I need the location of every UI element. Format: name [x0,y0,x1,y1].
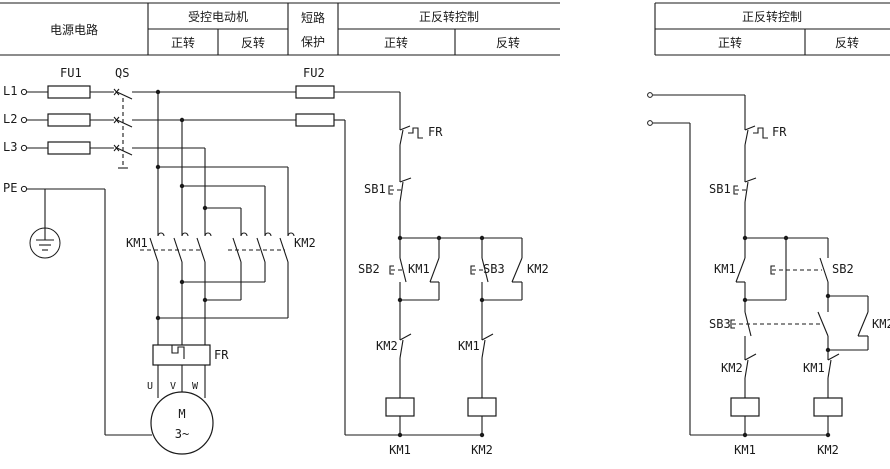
switch-label-QS: QS [115,66,129,80]
header-control-right-forward: 正转 [718,35,742,50]
coil-KM2-left [467,397,497,417]
coil-KM2-right [813,397,843,417]
header-control-forward: 正转 [384,35,408,50]
motor-label-3: 3~ [175,427,189,441]
header-control: 正反转控制 [419,9,479,24]
sb3-button-right [730,311,822,337]
phase-label-U: U [147,381,153,392]
header-motor-reverse: 反转 [241,35,265,50]
terminal-L2 [20,116,28,124]
km2-hold-contact-left [511,257,523,283]
fr-label-left: FR [428,125,443,139]
km1-hold-contact-left [429,257,440,283]
km2-interlock-right [744,353,757,361]
km1-interlock-label-left: KM1 [458,339,480,353]
phase-label-W: W [192,381,199,392]
fr-nc-contact-left [399,125,423,182]
km1-hold-label-left: KM1 [408,262,430,276]
sb2-label-left: SB2 [358,262,380,276]
sb2-button-left [389,257,407,283]
km1-hold-label-right: KM1 [714,262,736,276]
contactor-KM2-main [228,232,295,263]
km2-hold-contact-right [857,311,869,337]
sb2-button-right [770,238,829,283]
km1-interlock-left [481,333,494,341]
terminal-label-L2: L2 [3,112,17,126]
sb3-label-left: SB3 [483,262,505,276]
header-power-circuit: 电源电路 [50,22,98,37]
fuse-label-FU2: FU2 [303,66,325,80]
header-control-reverse: 反转 [496,35,520,50]
terminal-label-L3: L3 [3,140,17,154]
sb1-button-right [733,177,757,238]
km2-hold-label-left: KM2 [527,262,549,276]
header-short-circuit-2: 保护 [301,35,325,49]
header-table: 电源电路 受控电动机 正转 反转 短路 保护 正反转控制 正转 反转 正反转控制… [0,2,890,56]
phase-label-V: V [170,381,176,392]
control-circuit-right: FR SB1 KM1 SB2 [647,92,890,457]
terminal-right-1 [647,92,653,98]
km1-interlock-label-right: KM1 [803,361,825,375]
terminal-PE [20,185,28,193]
switch-QS [113,88,133,169]
km2-interlock-label-right: KM2 [721,361,743,375]
terminal-label-L1: L1 [3,84,17,98]
coil-KM1-right [730,397,760,417]
sb2-label-right: SB2 [832,262,854,276]
terminal-right-2 [647,120,653,126]
thermal-label-FR: FR [214,348,229,362]
coil-label-KM1-left: KM1 [389,443,411,457]
km1-interlock-right [827,353,840,361]
contactor-label-KM1: KM1 [126,236,148,250]
thermal-relay-FR [152,344,211,366]
fr-nc-contact-right [744,125,768,182]
contactor-label-KM2: KM2 [294,236,316,250]
sb1-label-right: SB1 [709,182,731,196]
header-control-right: 正反转控制 [742,9,802,24]
power-circuit: L1 L2 L3 PE FU1 QS FU2 [3,66,401,455]
terminal-L1 [20,88,28,96]
km1-hold-contact-right [735,257,746,283]
fuse-FU1-L1 [47,85,91,99]
terminal-label-PE: PE [3,181,17,195]
fr-label-right: FR [772,125,787,139]
fuse-label-FU1: FU1 [60,66,82,80]
coil-label-KM2-right: KM2 [817,443,839,457]
km2-interlock-label-left: KM2 [376,339,398,353]
sb3-button-left [470,257,489,283]
sb1-label-left: SB1 [364,182,386,196]
header-motor: 受控电动机 [188,10,248,24]
fuse-FU1-L3 [47,141,91,155]
header-motor-forward: 正转 [171,35,195,50]
motor [150,391,214,455]
fuse-FU1-L2 [47,113,91,127]
sb1-button-left [388,177,412,238]
fuse-FU2-b [295,113,335,127]
coil-label-KM2-left: KM2 [471,443,493,457]
terminal-L3 [20,144,28,152]
control-circuit-left: FR SB1 SB2 KM1 [345,125,549,457]
contactor-KM1-main [140,232,212,263]
header-short-circuit-1: 短路 [301,10,325,25]
header-control-right-reverse: 反转 [835,35,859,50]
motor-label-M: M [178,407,185,421]
fuse-FU2-a [295,85,335,99]
coil-KM1-left [385,397,415,417]
sb3-label-right: SB3 [709,317,731,331]
km2-hold-label-right: KM2 [872,317,890,331]
km2-interlock-left [399,333,412,341]
ground-icon [29,227,61,259]
coil-label-KM1-right: KM1 [734,443,756,457]
